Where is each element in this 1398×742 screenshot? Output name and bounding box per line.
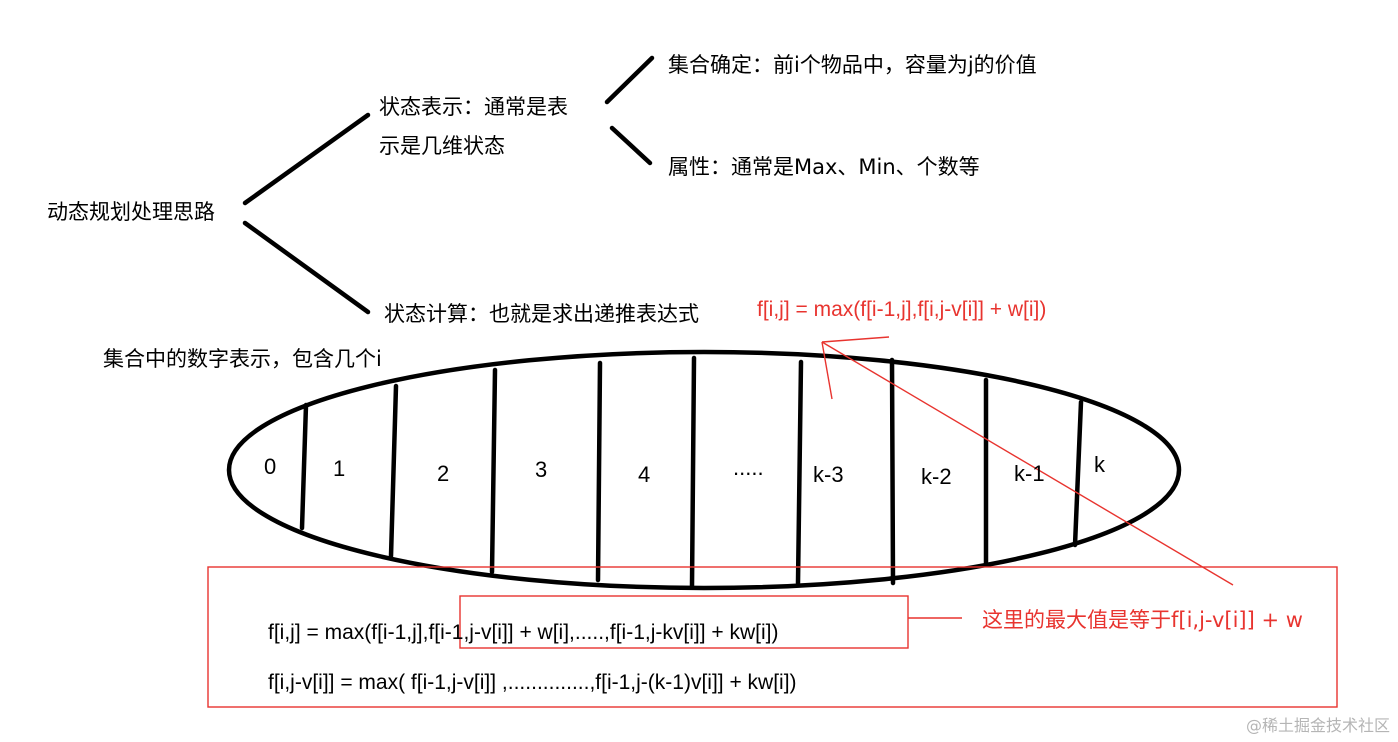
attribute-label: 属性：通常是Max、Min、个数等 <box>668 155 980 179</box>
derivation-outer-box <box>207 566 1338 708</box>
divider-3 <box>489 367 498 575</box>
branch-root-to-state-calc <box>242 220 371 315</box>
divider-4 <box>595 360 603 583</box>
segment-label-k: k <box>1094 452 1105 477</box>
divider-1 <box>299 402 309 531</box>
divider-9 <box>1072 399 1084 548</box>
derivation-line-1: f[i,j] = max(f[i-1,j],f[i-1,j-v[i]] + w[… <box>268 621 779 644</box>
tree-branches <box>242 55 655 315</box>
segment-label-1: 1 <box>333 456 346 481</box>
segment-label-k-2: k-2 <box>921 464 952 489</box>
segment-label-2: 2 <box>437 461 450 486</box>
recurrence-formula: f[i,j] = max(f[i-1,j],f[i,j-v[i]] + w[i]… <box>757 298 1047 321</box>
arrow-head-lower <box>821 341 833 400</box>
segment-label-4: 4 <box>638 462 651 487</box>
divider-2 <box>388 383 399 559</box>
set-dividers <box>299 355 1084 589</box>
segment-label-0: 0 <box>264 454 277 479</box>
divider-6 <box>795 359 804 586</box>
state-representation-label-line1: 状态表示：通常是表 <box>379 95 568 119</box>
root-label: 动态规划处理思路 <box>47 200 215 224</box>
branch-repr-to-set <box>604 55 655 105</box>
arrow-shaft <box>821 341 1234 586</box>
derivation-highlight-box <box>459 595 909 649</box>
segment-label-k-3: k-3 <box>813 462 844 487</box>
state-representation-label-line2: 示是几维状态 <box>379 134 505 158</box>
segment-label-3: 3 <box>535 457 548 482</box>
divider-5 <box>689 355 697 589</box>
red-arrow <box>821 336 1234 586</box>
arrow-head-upper <box>821 336 890 343</box>
state-calculation-label: 状态计算：也就是求出递推表达式 <box>384 302 699 326</box>
max-annotation: 这里的最大值是等于f[i,j-v[i]] + w <box>982 608 1303 632</box>
derivation-line-2: f[i,j-v[i]] = max( f[i-1,j-v[i]] ,......… <box>268 671 797 694</box>
segment-label-ellipsis: ..... <box>733 455 764 480</box>
segment-label-k-1: k-1 <box>1014 461 1045 486</box>
branch-root-to-state-repr <box>242 112 371 206</box>
set-ellipse <box>226 349 1182 591</box>
branch-repr-to-attr <box>609 125 653 166</box>
set-caption: 集合中的数字表示，包含几个i <box>103 347 382 371</box>
watermark: @稀土掘金技术社区 <box>1245 716 1390 735</box>
divider-7 <box>889 357 896 586</box>
set-definition-label: 集合确定：前i个物品中，容量为j的价值 <box>668 53 1037 77</box>
